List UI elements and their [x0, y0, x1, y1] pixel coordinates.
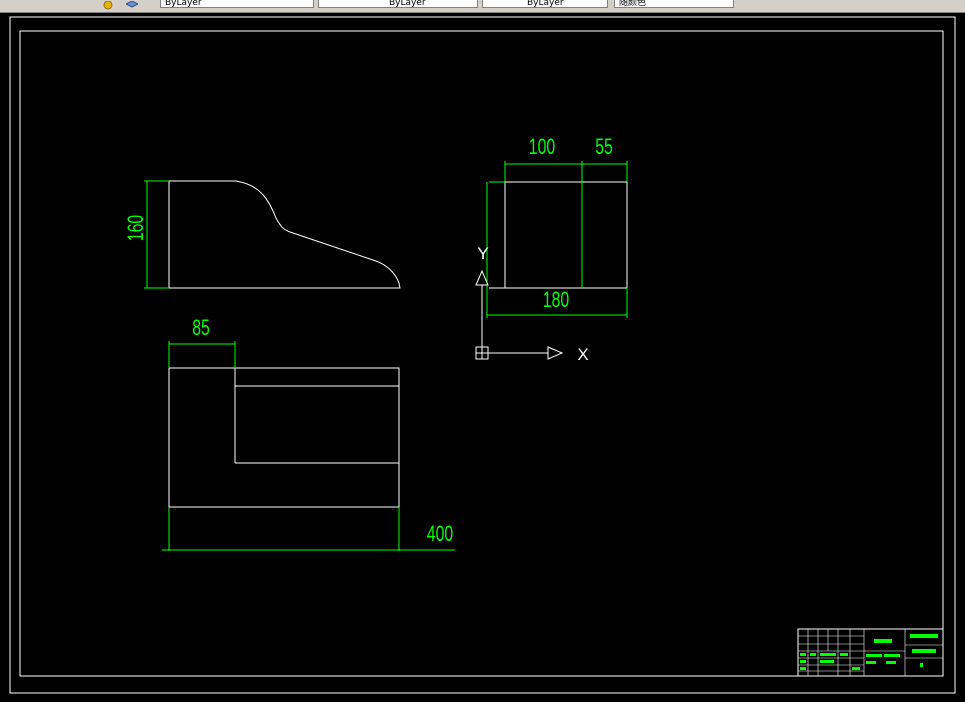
- dim-text-180: 180: [543, 289, 569, 313]
- layer-dropdown-value: ByLayer: [165, 0, 202, 8]
- properties-toolbar: ByLayer ByLayer ByLayer 随颜色: [0, 0, 965, 13]
- plotstyle-dropdown[interactable]: 随颜色: [614, 0, 734, 8]
- side-view: [489, 181, 628, 289]
- lineweight-dropdown[interactable]: ByLayer: [482, 0, 608, 8]
- inner-border: [19, 30, 944, 677]
- plotstyle-dropdown-value: 随颜色: [619, 0, 647, 8]
- layer-state-icon[interactable]: [102, 0, 114, 10]
- dim-text-400: 400: [427, 523, 453, 547]
- linetype-dropdown[interactable]: ByLayer: [318, 0, 478, 8]
- outer-border: [9, 16, 956, 694]
- dim-text-55: 55: [595, 136, 613, 160]
- dim-400: [162, 507, 455, 551]
- ucs-icon: [475, 269, 564, 360]
- dim-text-85: 85: [192, 317, 210, 341]
- title-block: [797, 628, 944, 677]
- dim-160: [144, 180, 169, 289]
- dim-85: [168, 341, 236, 368]
- dim-text-160: 160: [125, 215, 149, 241]
- side-view-dimensions: [486, 161, 628, 318]
- layer-cube-icon[interactable]: [125, 0, 139, 8]
- top-view: [168, 367, 400, 508]
- lineweight-dropdown-value: ByLayer: [527, 0, 564, 8]
- model-space-canvas[interactable]: 160 85 400: [0, 13, 965, 697]
- ucs-y-label: Y: [477, 244, 488, 263]
- linetype-dropdown-value: ByLayer: [389, 0, 426, 8]
- dim-text-100: 100: [529, 136, 555, 160]
- front-view: [168, 180, 401, 289]
- ucs-x-label: X: [577, 345, 588, 364]
- layer-dropdown[interactable]: ByLayer: [160, 0, 314, 8]
